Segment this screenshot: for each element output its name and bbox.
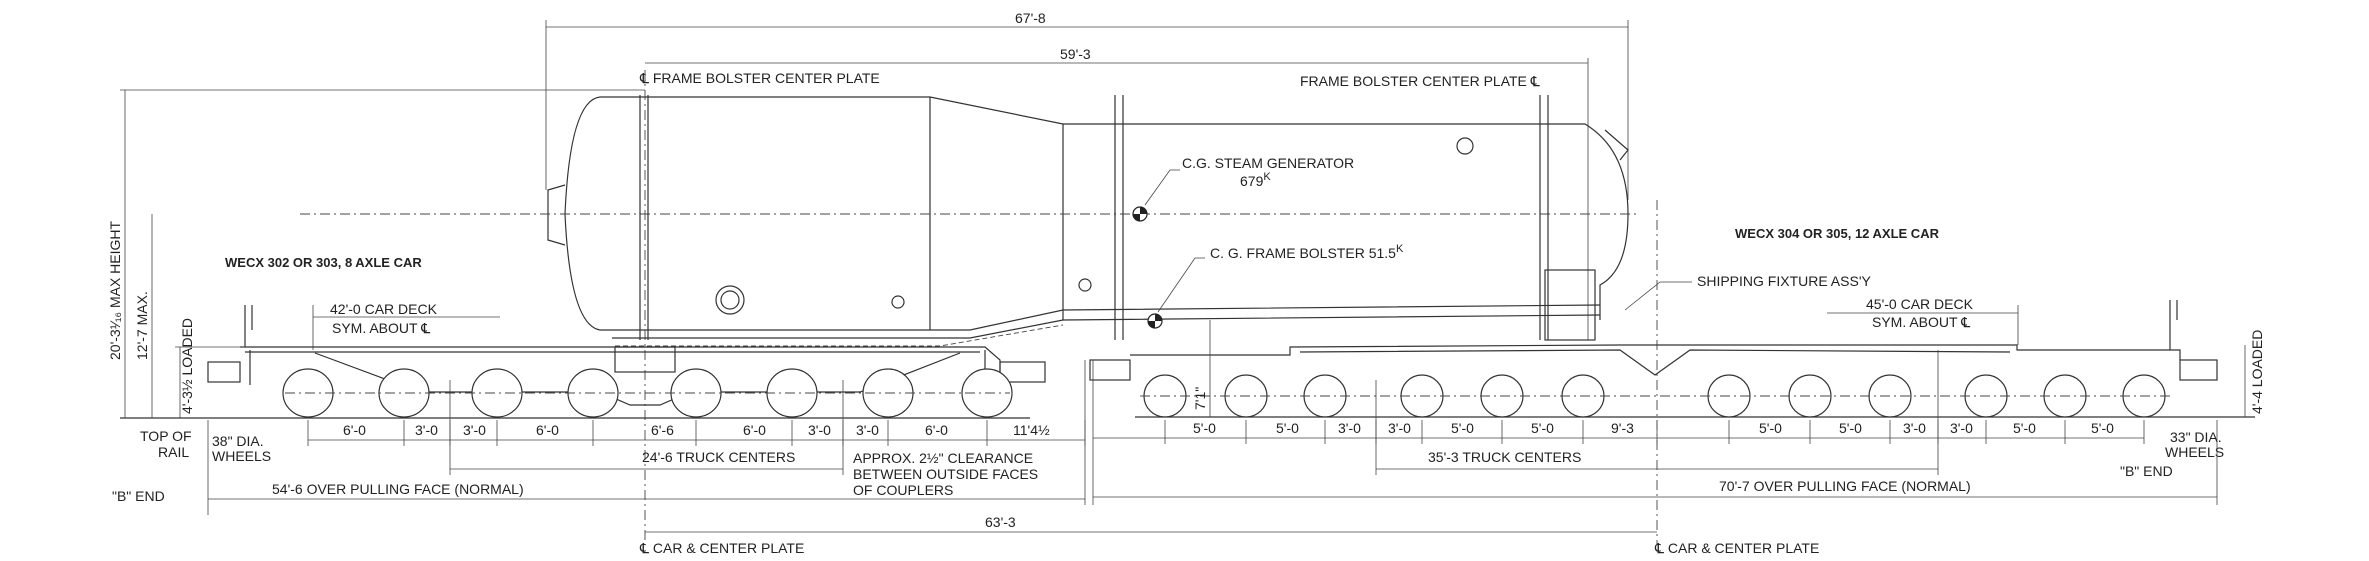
right-wheel-dia-label: 33" DIA. bbox=[2170, 429, 2222, 445]
shipping-fixture-label: SHIPPING FIXTURE ASS'Y bbox=[1697, 273, 1871, 289]
axle-spacing-right: 5'-0 bbox=[1276, 420, 1299, 436]
pulling-face-left: 54'-6 OVER PULLING FACE (NORMAL) bbox=[272, 481, 524, 497]
axle-spacing-dimensions: 6'-0 3'-0 3'-0 6'-0 6'-6 6'-0 3'-0 3'-0 6'-0 11'4… bbox=[307, 420, 2145, 446]
deck-right-label: 45'-0 CAR DECK bbox=[1866, 296, 1974, 312]
axle-spacing-right: 3'-0 bbox=[1338, 420, 1361, 436]
deck-right-sym: SYM. ABOUT ℄ bbox=[1872, 314, 1970, 330]
loaded-height-right: 4'-4 LOADED bbox=[2249, 330, 2265, 414]
top-of-rail-label: TOP OF bbox=[140, 428, 192, 444]
cg-steam-generator-weight: 679K bbox=[1240, 171, 1271, 189]
axle-spacing-right: 3'-0 bbox=[1903, 420, 1926, 436]
axle-spacing-left: 6'-0 bbox=[743, 422, 766, 438]
right-wheel-dia-label-2: WHEELS bbox=[2165, 444, 2224, 460]
cg-steam-generator-marker bbox=[1132, 169, 1180, 222]
axle-spacing-right: 5'-0 bbox=[1839, 420, 1862, 436]
axle-spacing-right: 9'-3 bbox=[1611, 420, 1634, 436]
tie-down-straps bbox=[639, 95, 1549, 340]
left-wheel-dia-label-2: WHEELS bbox=[212, 448, 271, 464]
max-height-label: 20'-3¹⁄₁₆ MAX HEIGHT bbox=[107, 220, 123, 360]
steam-generator-vessel bbox=[300, 96, 1640, 347]
axle-spacing-right: 5'-0 bbox=[1759, 420, 1782, 436]
b-end-right: "B" END bbox=[2120, 463, 2173, 479]
right-railcar-12-axle bbox=[1089, 300, 2218, 381]
svg-text:59'-3: 59'-3 bbox=[1060, 46, 1091, 62]
clearance-note-2: BETWEEN OUTSIDE FACES bbox=[853, 466, 1038, 482]
wheelsets bbox=[282, 368, 2170, 418]
axle-spacing-right: 3'-0 bbox=[1950, 420, 1973, 436]
deck-left-sym: SYM. ABOUT ℄ bbox=[332, 320, 430, 336]
loaded-height-left: 4'-3½ LOADED bbox=[179, 318, 195, 414]
axle-spacing-left: 6'-0 bbox=[536, 422, 559, 438]
pulling-face-right: 70'-7 OVER PULLING FACE (NORMAL) bbox=[1719, 478, 1971, 494]
axle-spacing-left: 3'-0 bbox=[808, 422, 831, 438]
dimension-67-8: 67'-8 bbox=[545, 10, 1629, 200]
axle-spacing-right: 5'-0 bbox=[2091, 420, 2114, 436]
top-of-rail-label-2: RAIL bbox=[158, 444, 189, 460]
frame-bolster-label-left: ℄ FRAME BOLSTER CENTER PLATE bbox=[639, 70, 880, 86]
car-center-plate-left: ℄ CAR & CENTER PLATE bbox=[639, 540, 804, 556]
axle-spacing-left: 6'-0 bbox=[343, 422, 366, 438]
height-dimensions-left bbox=[120, 89, 645, 418]
axle-spacing-left: 11'4½ bbox=[1013, 422, 1050, 438]
truck-centers-right: 35'-3 TRUCK CENTERS bbox=[1428, 449, 1581, 465]
clearance-note-1: APPROX. 2½" CLEARANCE bbox=[853, 450, 1033, 466]
left-car-title: WECX 302 OR 303, 8 AXLE CAR bbox=[225, 255, 422, 270]
car-centers-dimension: 63'-3 bbox=[985, 514, 1016, 530]
axle-spacing-right: 5'-0 bbox=[1451, 420, 1474, 436]
axle-spacing-left: 3'-0 bbox=[463, 422, 486, 438]
height-7-1-label: 7'1" bbox=[1192, 387, 1208, 410]
truck-centers-left: 24'-6 TRUCK CENTERS bbox=[642, 449, 795, 465]
svg-text:67'-8: 67'-8 bbox=[1015, 10, 1046, 26]
right-car-title: WECX 304 OR 305, 12 AXLE CAR bbox=[1735, 226, 1940, 241]
left-wheel-dia-label: 38" DIA. bbox=[212, 433, 264, 449]
axle-spacing-right: 3'-0 bbox=[1388, 420, 1411, 436]
frame-bolster-label-right: FRAME BOLSTER CENTER PLATE ℄ bbox=[1300, 73, 1540, 89]
axle-spacing-left: 6'-6 bbox=[651, 422, 674, 438]
axle-spacing-right: 5'-0 bbox=[1193, 420, 1216, 436]
deck-left-label: 42'-0 CAR DECK bbox=[330, 301, 438, 317]
cg-steam-generator-label: C.G. STEAM GENERATOR bbox=[1182, 155, 1354, 171]
cl-height-label: 12'-7 MAX. bbox=[134, 291, 150, 360]
axle-spacing-right: 5'-0 bbox=[1531, 420, 1554, 436]
car-center-plate-right: ℄ CAR & CENTER PLATE bbox=[1654, 540, 1819, 556]
axle-spacing-left: 3'-0 bbox=[856, 422, 879, 438]
cg-frame-bolster-marker bbox=[1147, 257, 1205, 329]
b-end-left: "B" END bbox=[112, 488, 165, 504]
axle-spacing-left: 3'-0 bbox=[415, 422, 438, 438]
dimension-59-3: 59'-3 bbox=[645, 46, 1589, 340]
clearance-note-3: OF COUPLERS bbox=[853, 482, 953, 498]
axle-spacing-right: 5'-0 bbox=[2013, 420, 2036, 436]
axle-spacing-left: 6'-0 bbox=[925, 422, 948, 438]
cg-frame-bolster-label: C. G. FRAME BOLSTER 51.5K bbox=[1210, 243, 1404, 261]
